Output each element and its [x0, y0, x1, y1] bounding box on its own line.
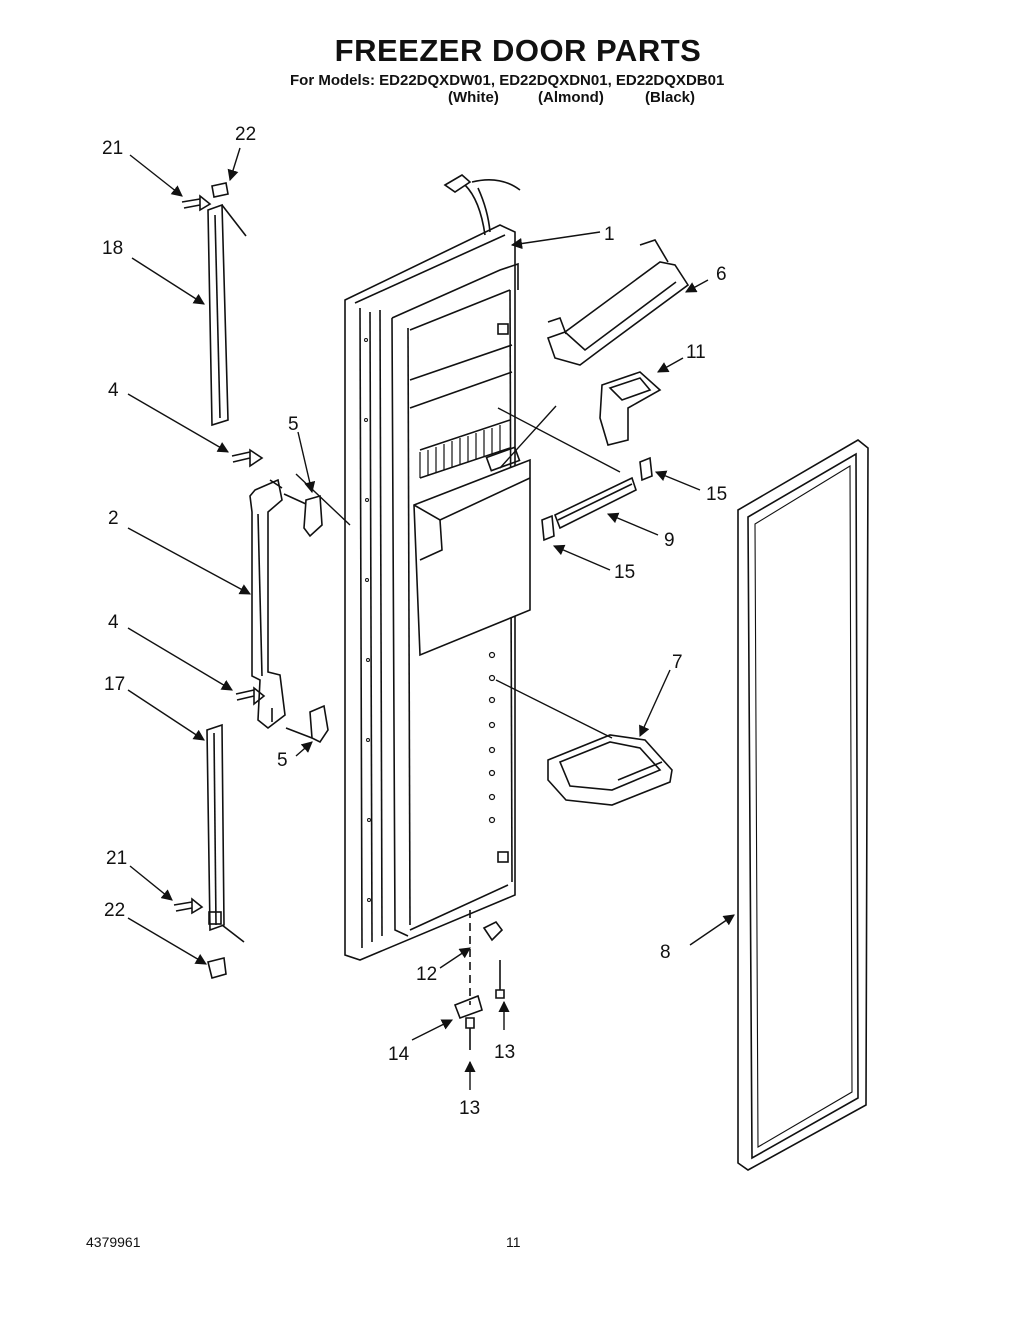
callout-4-upper: 4: [108, 380, 119, 401]
door-handle: [249, 478, 286, 730]
callout-17: 17: [104, 674, 125, 695]
bottom-cap-22: [207, 957, 227, 979]
color-white: (White): [448, 89, 499, 106]
hinge-bushing-12: [469, 910, 504, 1005]
handle-clips-5: [283, 493, 329, 744]
callout-22-lower: 22: [104, 900, 125, 921]
callout-5-lower: 5: [277, 750, 288, 771]
callout-13-bottom: 13: [459, 1098, 480, 1119]
callout-9: 9: [664, 530, 675, 551]
door-bin-6: [546, 239, 690, 366]
callout-13-right: 13: [494, 1042, 515, 1063]
bracket-ends-15: [541, 456, 653, 542]
callout-11: 11: [686, 342, 706, 363]
handle-screws-4: [231, 448, 266, 706]
callout-15-right: 15: [706, 484, 727, 505]
hinge-14: [453, 994, 483, 1020]
models-line: For Models: ED22DQXDW01, ED22DQXDN01, ED…: [290, 72, 725, 89]
callout-4-lower: 4: [108, 612, 119, 633]
leader-lines: [127, 147, 735, 1090]
upper-trim-strip: [207, 203, 247, 427]
lower-trim-strip: [206, 723, 245, 943]
callout-14: 14: [388, 1044, 410, 1065]
callout-12: 12: [416, 964, 437, 985]
callout-labels: 1 2 4 4 5 5 6 7 8 9 11 12 13 13 14 15 15…: [102, 124, 727, 1119]
top-screw-21: [181, 194, 212, 212]
callout-1: 1: [604, 224, 615, 245]
hinge-screws-13: [465, 960, 505, 1050]
top-cap-22: [211, 182, 229, 198]
callout-21-upper: 21: [102, 138, 123, 159]
door-gasket-8: [737, 439, 869, 1171]
bottom-screw-21: [173, 897, 204, 915]
color-black: (Black): [645, 89, 696, 106]
callout-21-lower: 21: [106, 848, 127, 869]
callout-6: 6: [716, 264, 727, 285]
freezer-door-panel: [344, 174, 531, 961]
page-number: 11: [506, 1234, 521, 1250]
bracket-9: [553, 476, 637, 530]
callout-22-upper: 22: [235, 124, 256, 145]
callout-15-left: 15: [614, 562, 635, 583]
page-title: FREEZER DOOR PARTS: [334, 33, 702, 68]
callout-7: 7: [672, 652, 683, 673]
document-number: 4379961: [86, 1234, 141, 1250]
callout-18: 18: [102, 238, 123, 259]
callout-2: 2: [108, 508, 119, 529]
callout-5-upper: 5: [288, 414, 299, 435]
color-almond: (Almond): [538, 89, 604, 106]
callout-8: 8: [660, 942, 671, 963]
ice-chute-11: [599, 371, 662, 446]
drip-tray-7: [547, 734, 673, 806]
